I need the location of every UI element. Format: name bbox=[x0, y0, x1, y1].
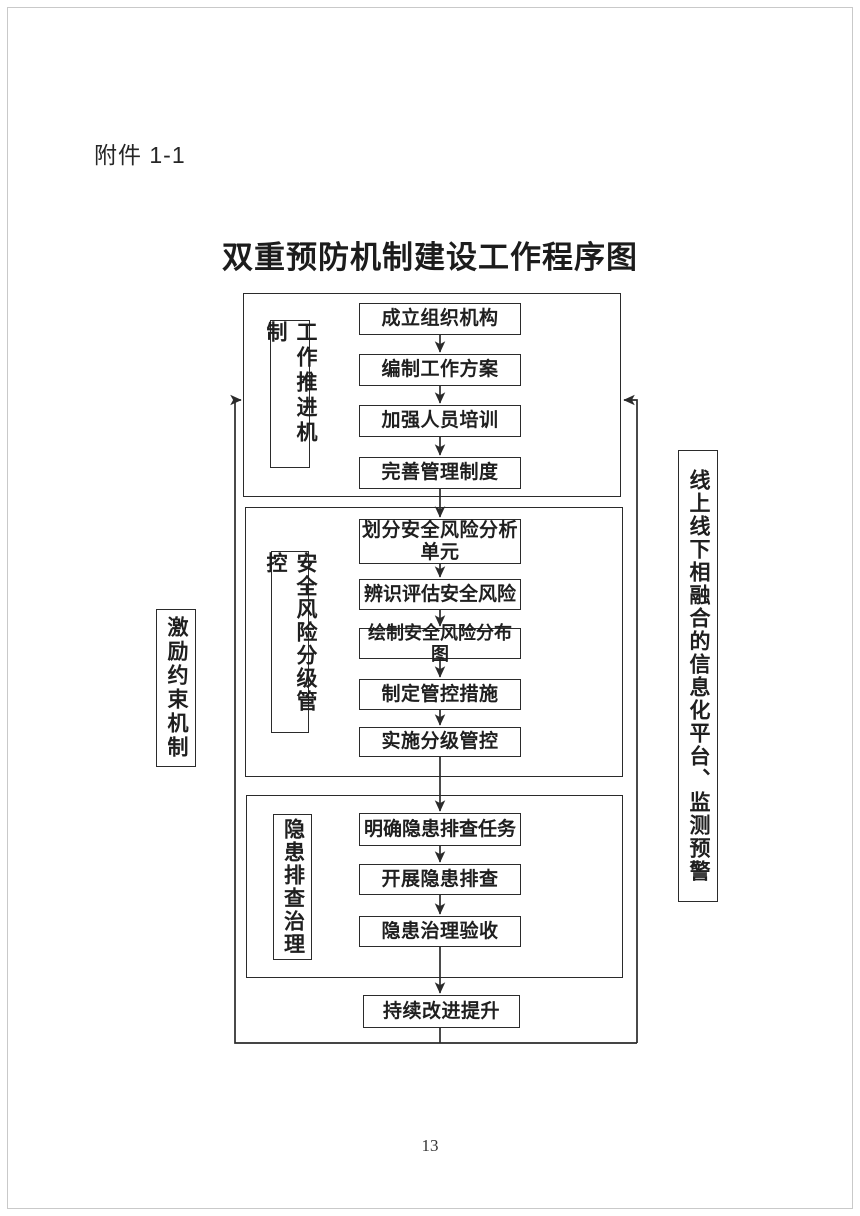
section-hazard-investigation-label: 隐患排查治理 bbox=[273, 814, 312, 960]
step-identify-assess-risks: 辨识评估安全风险 bbox=[359, 579, 521, 610]
step-clarify-investigation-tasks: 明确隐患排查任务 bbox=[359, 813, 521, 846]
step-implement-graded-control: 实施分级管控 bbox=[359, 727, 521, 757]
step-draw-risk-distribution-map: 绘制安全风险分布图 bbox=[359, 623, 521, 664]
step-formulate-control-measures: 制定管控措施 bbox=[359, 679, 521, 710]
step-strengthen-training: 加强人员培训 bbox=[359, 405, 521, 437]
feedback-loop-left bbox=[230, 394, 637, 1044]
page-title: 双重预防机制建设工作程序图 bbox=[222, 240, 638, 275]
step-prepare-work-plan: 编制工作方案 bbox=[359, 354, 521, 386]
step-continuous-improvement: 持续改进提升 bbox=[363, 995, 520, 1028]
side-label-information-platform: 线上线下相融合的信息化平台、监测预警 bbox=[678, 450, 718, 902]
step-divide-risk-analysis-units: 划分安全风险分析单元 bbox=[359, 519, 521, 564]
attachment-label: 附件 1-1 bbox=[94, 142, 186, 168]
step-establish-organization: 成立组织机构 bbox=[359, 303, 521, 335]
step-carry-out-investigation: 开展隐患排查 bbox=[359, 864, 521, 895]
step-hazard-treatment-acceptance: 隐患治理验收 bbox=[359, 916, 521, 947]
section-work-promotion-label: 工作推进机制 bbox=[264, 320, 317, 468]
page-number: 13 bbox=[421, 1136, 439, 1155]
side-label-incentive-constraint: 激励约束机制 bbox=[156, 609, 196, 767]
step-improve-management-system: 完善管理制度 bbox=[359, 457, 521, 489]
section-risk-control-label: 安全风险分级管控 bbox=[264, 551, 317, 733]
feedback-loop-right bbox=[623, 394, 638, 1043]
